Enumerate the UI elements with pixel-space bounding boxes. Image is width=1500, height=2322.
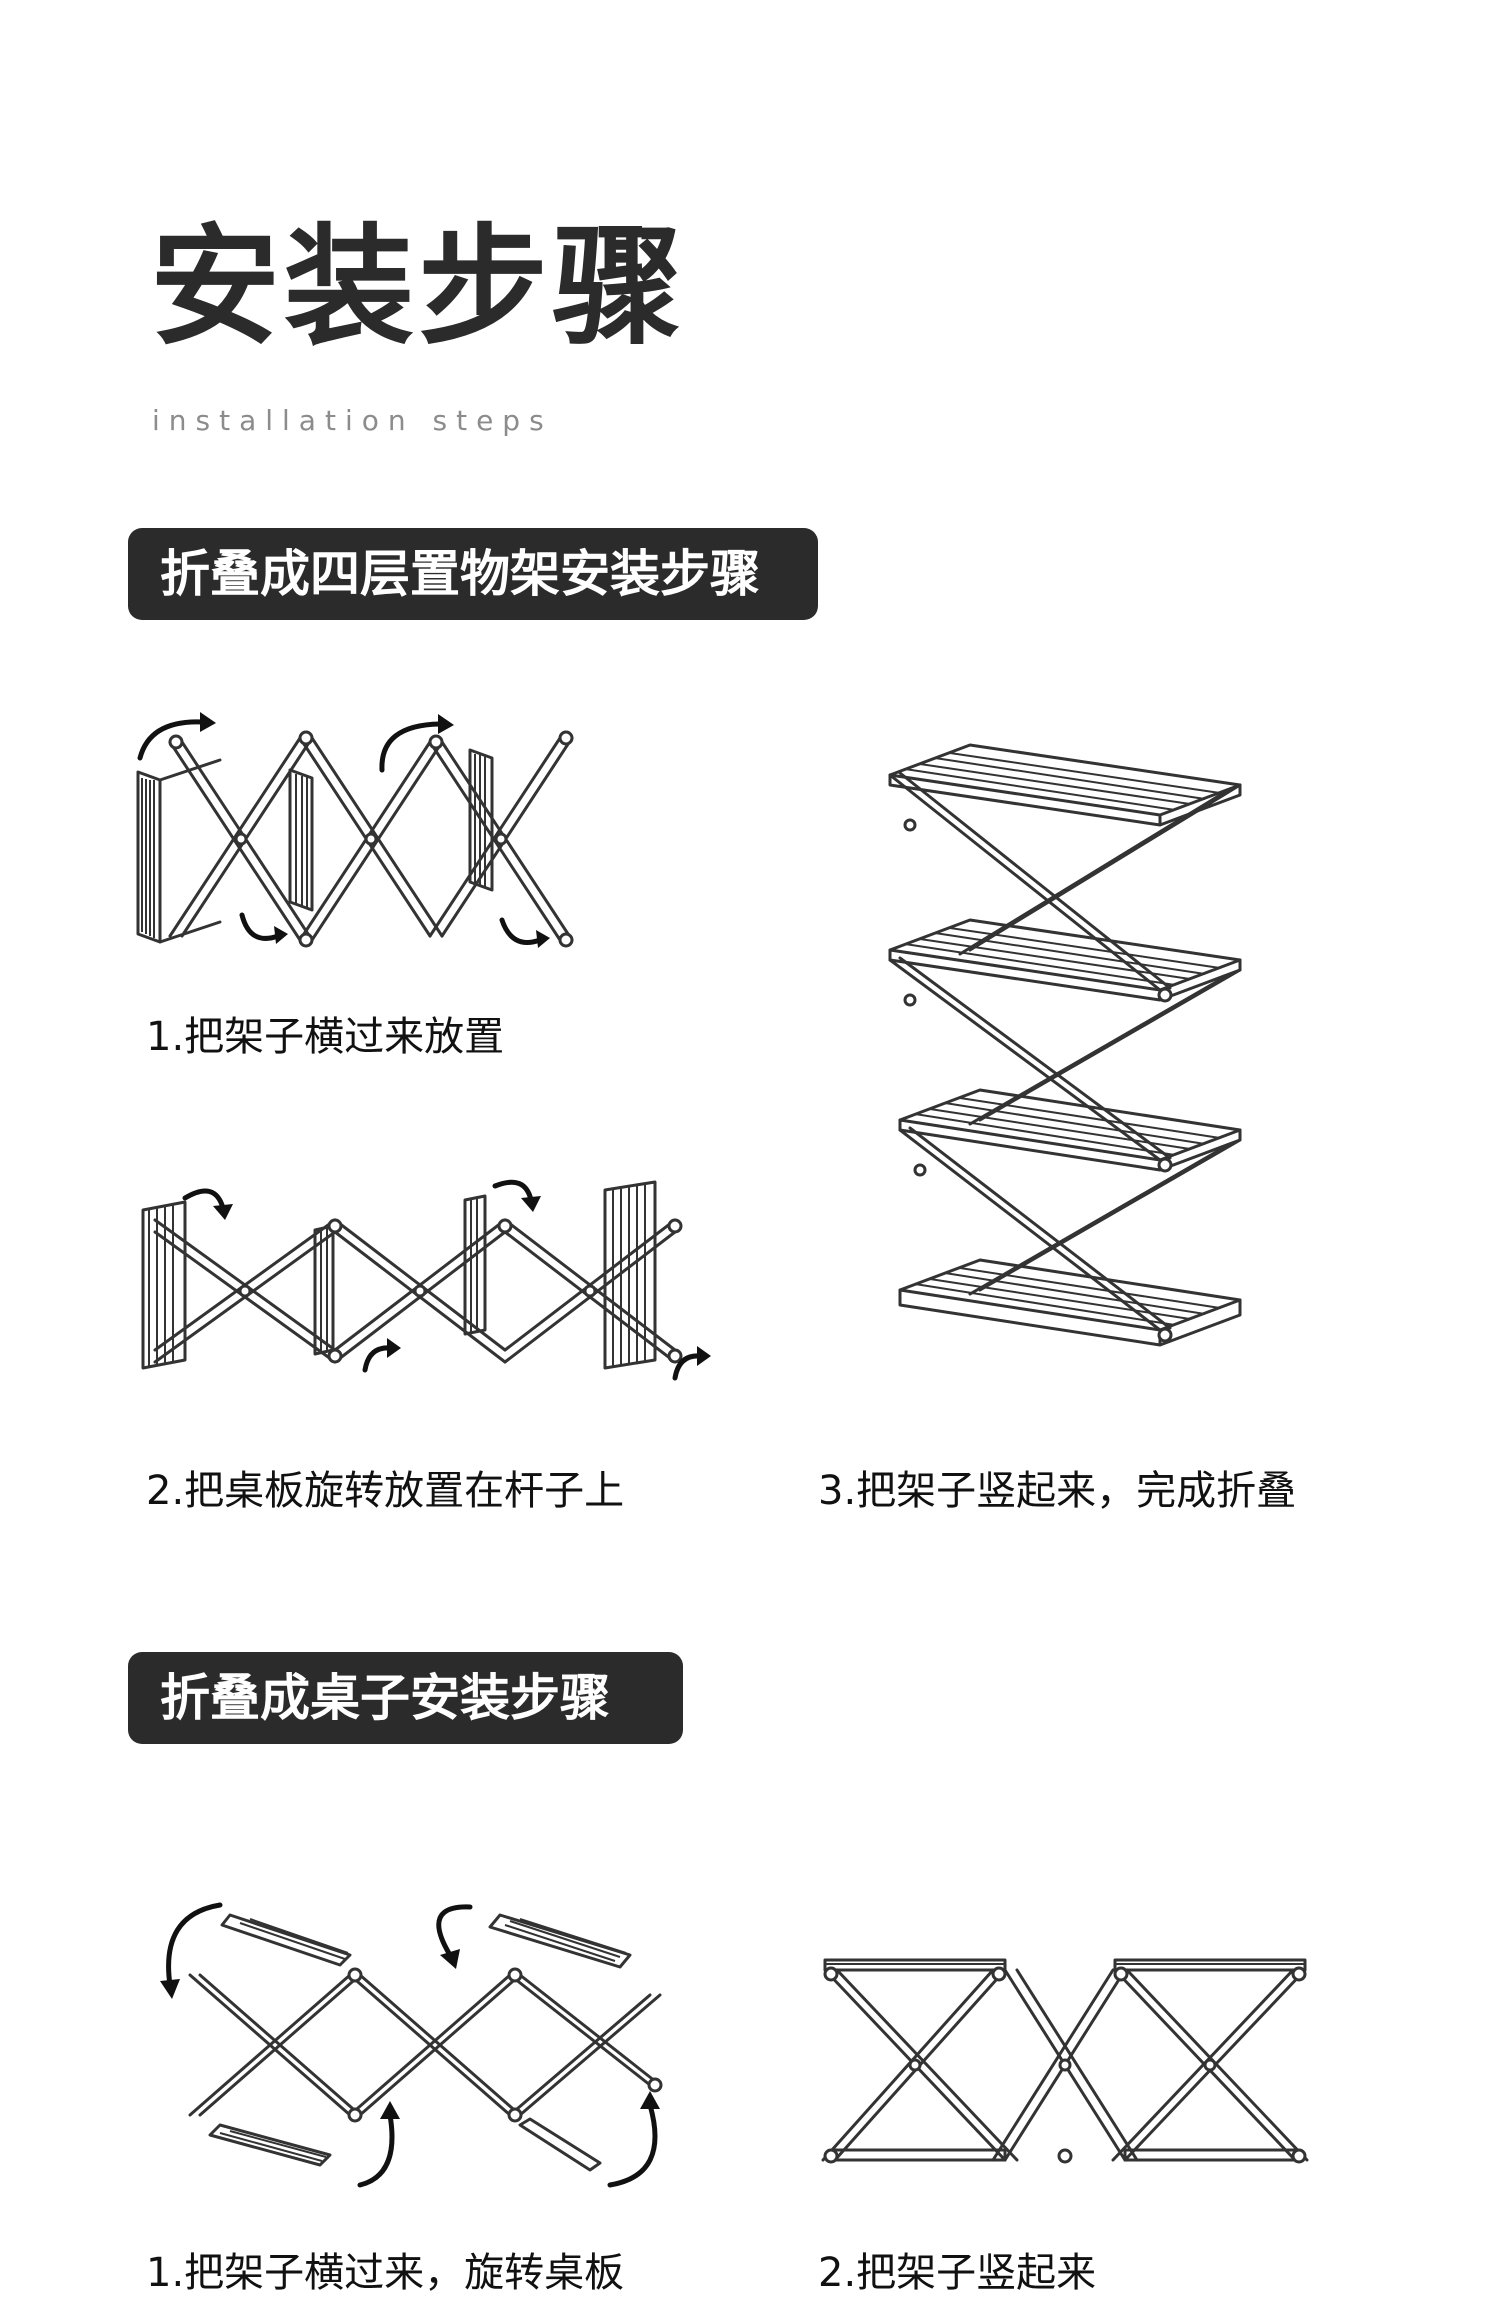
step-2-table-caption: 2.把架子竖起来 bbox=[818, 2240, 1096, 2298]
folding-legs bbox=[190, 1969, 661, 2121]
step-2-shelf-caption: 2.把桌板旋转放置在杆子上 bbox=[146, 1458, 624, 1516]
folding-legs bbox=[170, 732, 572, 946]
folding-legs bbox=[155, 1220, 681, 1362]
step-1-shelf-caption: 1.把架子横过来放置 bbox=[146, 1004, 504, 1062]
step-1-table-illustration bbox=[150, 1895, 690, 2195]
shelf-panel-left bbox=[138, 760, 220, 942]
step-3-shelf-caption: 3.把架子竖起来，完成折叠 bbox=[818, 1458, 1296, 1516]
section-banner-table: 折叠成桌子安装步骤 bbox=[128, 1652, 683, 1744]
shelf-panel-middle bbox=[290, 770, 312, 910]
page-subtitle: installation steps bbox=[152, 404, 553, 437]
folding-legs bbox=[890, 773, 1240, 1341]
page-title: 安装步骤 bbox=[150, 222, 686, 352]
step-2-shelf-illustration bbox=[135, 1170, 715, 1390]
folding-legs bbox=[823, 1968, 1307, 2162]
rotate-arrows bbox=[185, 1182, 711, 1378]
step-1-shelf-illustration bbox=[130, 710, 610, 960]
section-banner-shelf: 折叠成四层置物架安装步骤 bbox=[128, 528, 818, 620]
shelf-tiers bbox=[890, 745, 1240, 1345]
step-1-table-caption: 1.把架子横过来，旋转桌板 bbox=[146, 2240, 624, 2298]
step-2-table-illustration bbox=[815, 1950, 1315, 2175]
step-3-shelf-illustration bbox=[870, 715, 1260, 1395]
